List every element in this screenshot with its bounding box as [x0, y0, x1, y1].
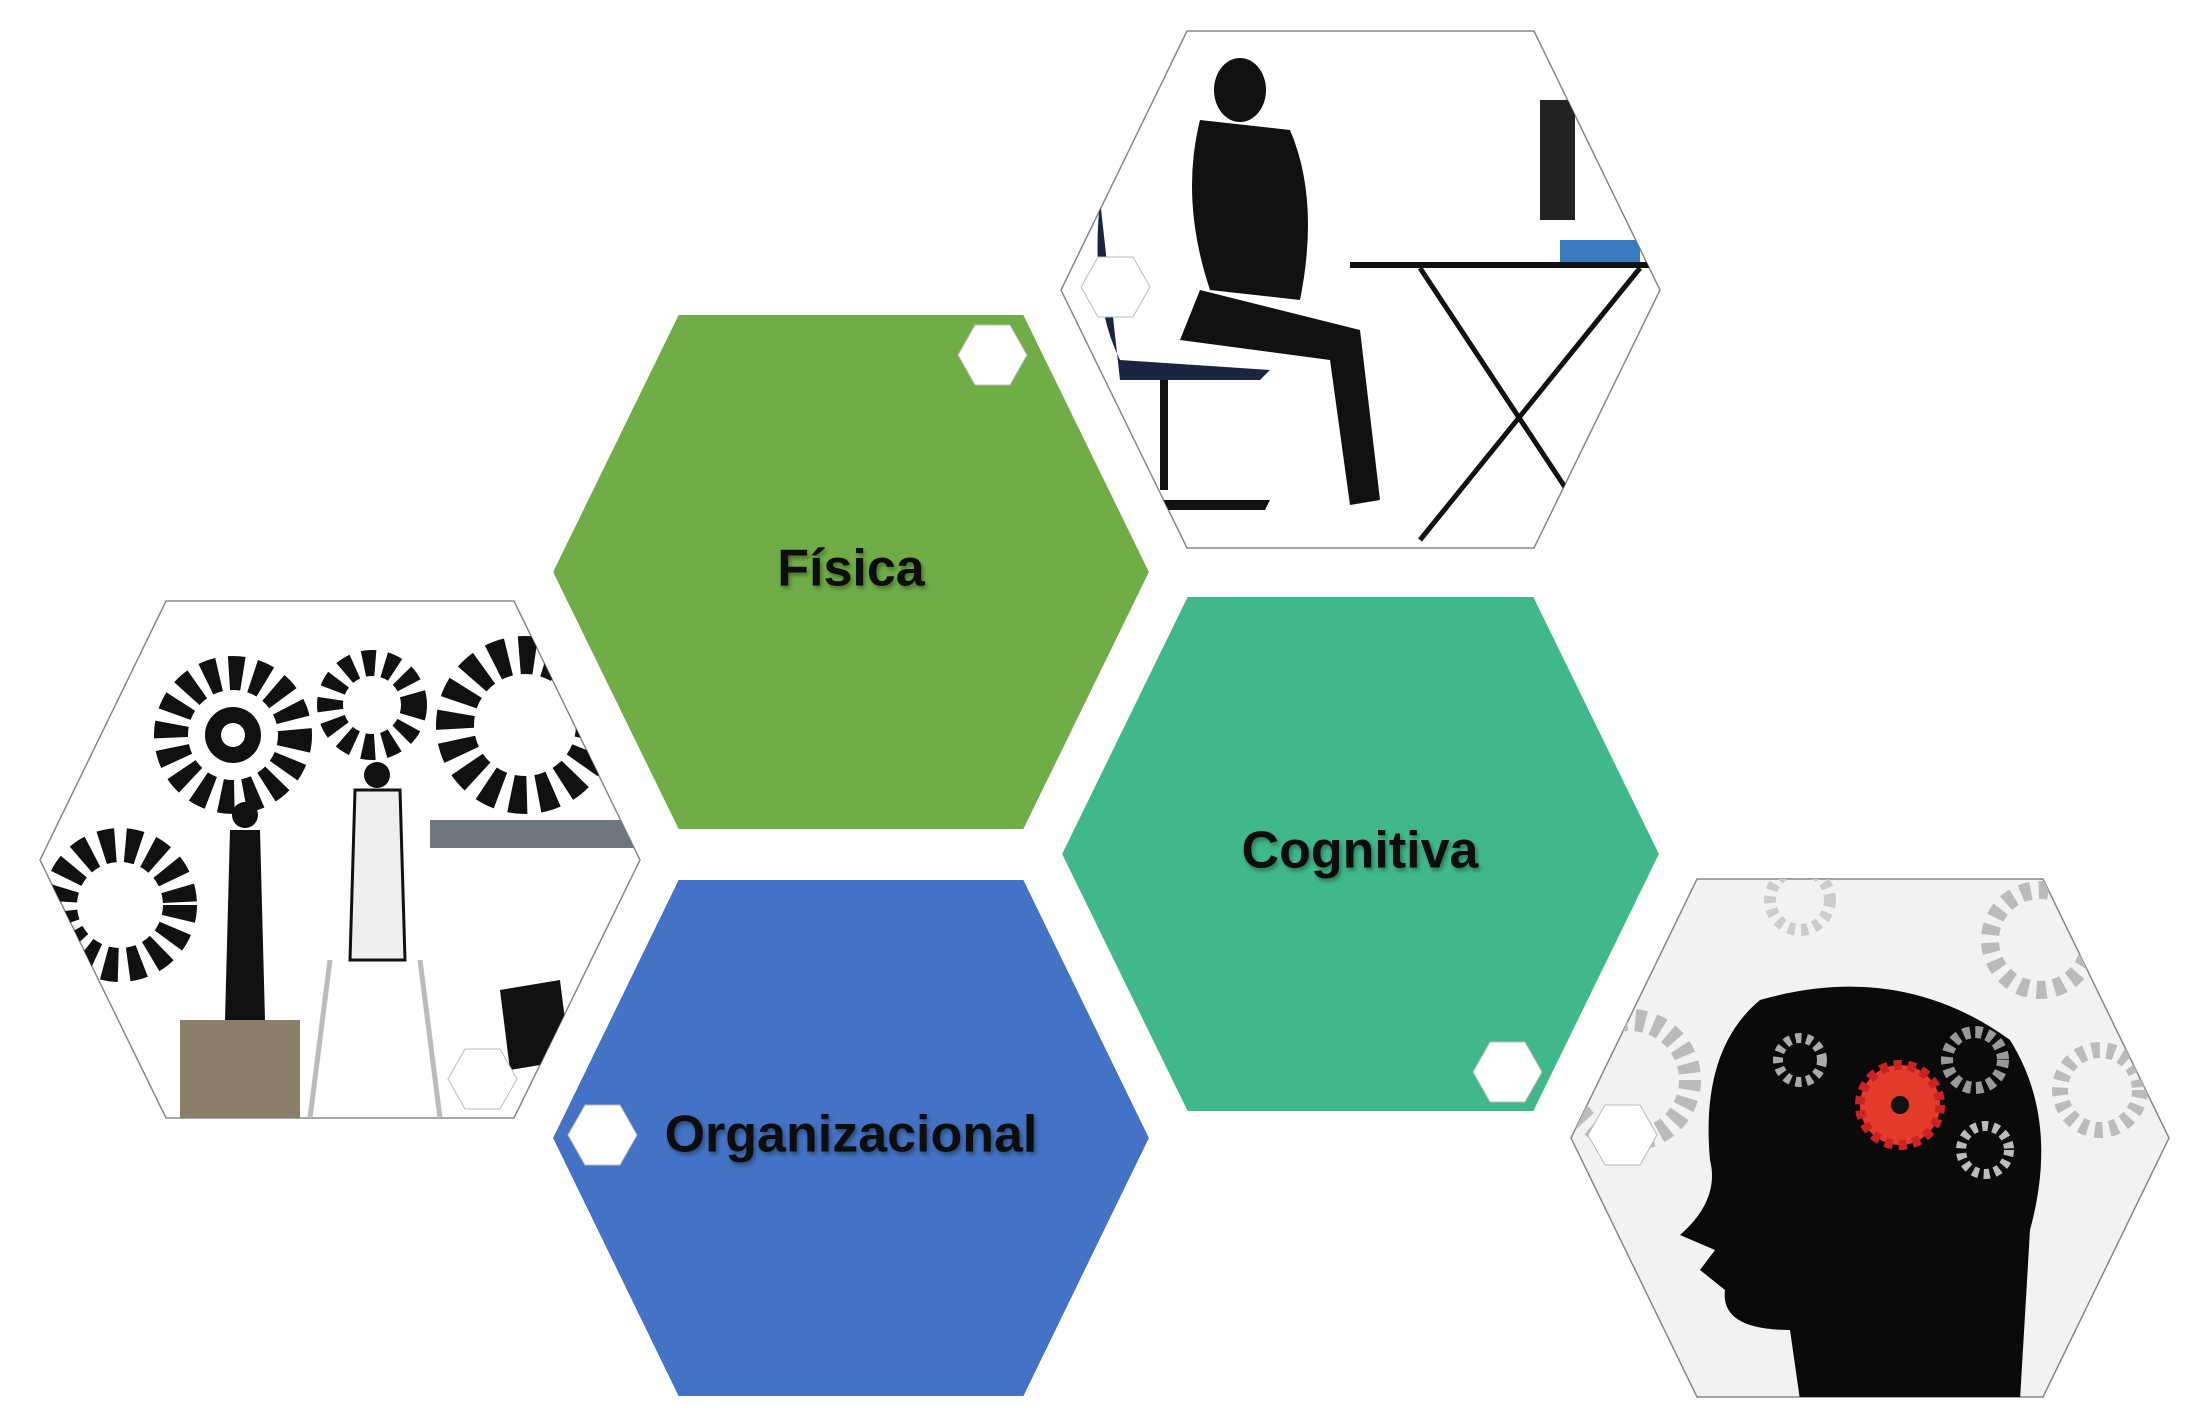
seated-woman-desk-icon: [1060, 30, 1661, 549]
small-hexagon-accents: [447, 256, 1658, 1166]
small-hexagon: [1472, 1041, 1543, 1103]
small-hexagon: [1080, 256, 1151, 318]
hexagon-label: Física: [777, 540, 925, 598]
hexagon-shape: [550, 313, 1152, 831]
hexagon-shape: [1059, 595, 1662, 1113]
people-lifting-gears-icon: [39, 600, 641, 1119]
hexagon-label: Organizacional: [665, 1106, 1038, 1164]
hexagon-cognitiva: Cognitiva: [1059, 595, 1662, 1113]
hexagon-fisica: Física: [550, 313, 1152, 831]
head-with-gears-icon: [1570, 878, 2170, 1398]
small-hexagon: [1587, 1104, 1658, 1166]
small-hexagon: [957, 324, 1028, 386]
hexagon-organizacional: Organizacional: [550, 878, 1152, 1398]
small-hexagon: [567, 1104, 638, 1166]
small-hexagon: [447, 1048, 518, 1110]
hexagon-label: Cognitiva: [1242, 822, 1480, 880]
hexagon-shape: [550, 878, 1152, 1398]
